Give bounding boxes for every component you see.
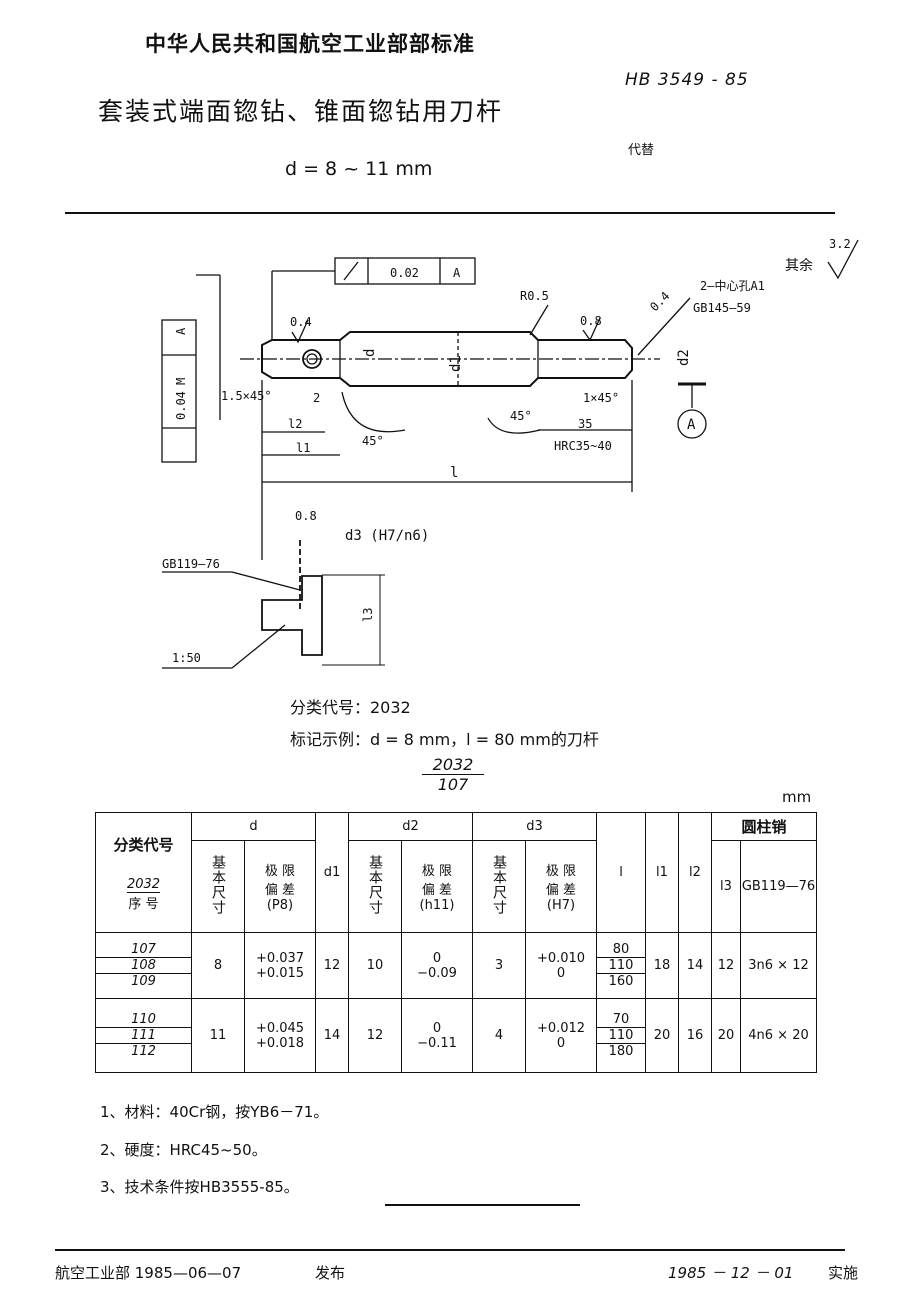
- roughness-08b: 0.8: [295, 509, 317, 523]
- header-d3: d3: [472, 812, 597, 841]
- issuing-authority: 中华人民共和国航空工业部部标准: [145, 32, 475, 56]
- center-hole: 2—中心孔A1: [700, 278, 765, 293]
- note-hardness: 2、硬度：HRC45~50。: [100, 1141, 267, 1159]
- pin-detail: [261, 540, 385, 666]
- header-rule: [65, 212, 835, 214]
- dim-d1: d1: [448, 355, 464, 372]
- header-basic-d2: 基本尺寸: [348, 840, 402, 933]
- header-l1: l1: [645, 812, 679, 933]
- replaces-label: 代替: [628, 143, 655, 158]
- marking-fraction: 2032 107: [422, 755, 484, 794]
- dim-d2: d2: [676, 349, 692, 366]
- position-tol-frame: [161, 274, 221, 463]
- gb119-label: GB119—76: [162, 557, 220, 571]
- header-dev-p8: 极 限偏 差(P8): [244, 840, 316, 933]
- notes-end-rule: [385, 1204, 580, 1206]
- view-a: A: [687, 417, 696, 433]
- dim-l3: l3: [361, 608, 375, 622]
- pos-mmc: M: [174, 378, 188, 385]
- parallelism-frame: [271, 257, 476, 340]
- header-gb119: GB119—76: [740, 840, 817, 933]
- header-l3: l3: [711, 840, 741, 933]
- note-material: 1、材料：40Cr钢，按YB6－71。: [100, 1103, 329, 1121]
- taper-label: 1:50: [172, 651, 201, 665]
- implement-date: 1985 － 12 － 01: [668, 1264, 794, 1282]
- dimension-table: 分类代号 2032 序 号 d d1 d2 d3 l l1 l2 圆柱销 基本尺…: [95, 812, 817, 1073]
- parallelism-value: 0.02: [390, 266, 419, 280]
- header-l2: l2: [678, 812, 712, 933]
- marking-numerator: 2032: [422, 755, 484, 775]
- dim-l: l: [450, 465, 458, 481]
- pos-datum: A: [174, 327, 188, 335]
- diameter-range: d = 8 ~ 11 mm: [285, 158, 433, 180]
- gb145: GB145—59: [693, 301, 751, 315]
- header-pin: 圆柱销: [711, 812, 817, 841]
- chamfer-left: 1.5×45°: [221, 389, 272, 403]
- shaft-outline: [240, 331, 660, 387]
- footer-rule: [55, 1249, 845, 1251]
- rest-label: 其余: [785, 257, 813, 274]
- header-dev-h7: 极 限偏 差(H7): [525, 840, 597, 933]
- note-technical: 3、技术条件按HB3555-85。: [100, 1178, 299, 1196]
- parallelism-datum: A: [453, 266, 461, 280]
- header-class: 分类代号 2032 序 号: [95, 812, 192, 933]
- roughness-08: 0.8: [580, 314, 602, 328]
- table-unit: mm: [782, 788, 812, 806]
- pos-value: 0.04: [174, 391, 188, 420]
- dim-l2: l2: [288, 417, 302, 431]
- dim-d: d: [362, 349, 378, 357]
- angle-45-left: 45°: [362, 434, 384, 448]
- roughness-04a: 0.4: [290, 315, 312, 329]
- header-l: l: [596, 812, 646, 933]
- hrc-range: HRC35~40: [554, 439, 612, 453]
- rest-roughness: 3.2: [829, 237, 851, 251]
- header-d1: d1: [315, 812, 349, 933]
- header-d: d: [191, 812, 316, 841]
- publish-label: 发布: [315, 1264, 346, 1282]
- header-d2: d2: [348, 812, 473, 841]
- standard-number: HB 3549 - 85: [625, 70, 749, 90]
- angle-45-right: 45°: [510, 409, 532, 423]
- marking-denominator: 107: [437, 775, 469, 794]
- marking-example: 标记示例：d = 8 mm，l = 80 mm的刀杆: [290, 730, 599, 749]
- header-dev-h11: 极 限偏 差(h11): [401, 840, 473, 933]
- header-basic-d3: 基本尺寸: [472, 840, 526, 933]
- dim-2: 2: [313, 391, 320, 405]
- classification-code: 分类代号：2032: [290, 698, 411, 717]
- dim-35: 35: [578, 417, 592, 431]
- header-basic-d: 基本尺寸: [191, 840, 245, 933]
- implement-label: 实施: [828, 1264, 859, 1282]
- issuer-date: 航空工业部 1985—06—07: [55, 1264, 242, 1282]
- document-title: 套装式端面锪钻、锥面锪钻用刀杆: [98, 97, 504, 126]
- chamfer-right: 1×45°: [583, 391, 619, 405]
- radius-label: R0.5: [520, 289, 549, 303]
- roughness-04b: 0.4: [647, 289, 672, 314]
- tool-holder-drawing: 0.02 A A 0.04 M 其余 3.2 R0.5 0.8 0.4 2—中心…: [161, 237, 859, 669]
- dim-l1: l1: [296, 441, 310, 455]
- dim-d3: d3 (H7/n6): [345, 528, 429, 544]
